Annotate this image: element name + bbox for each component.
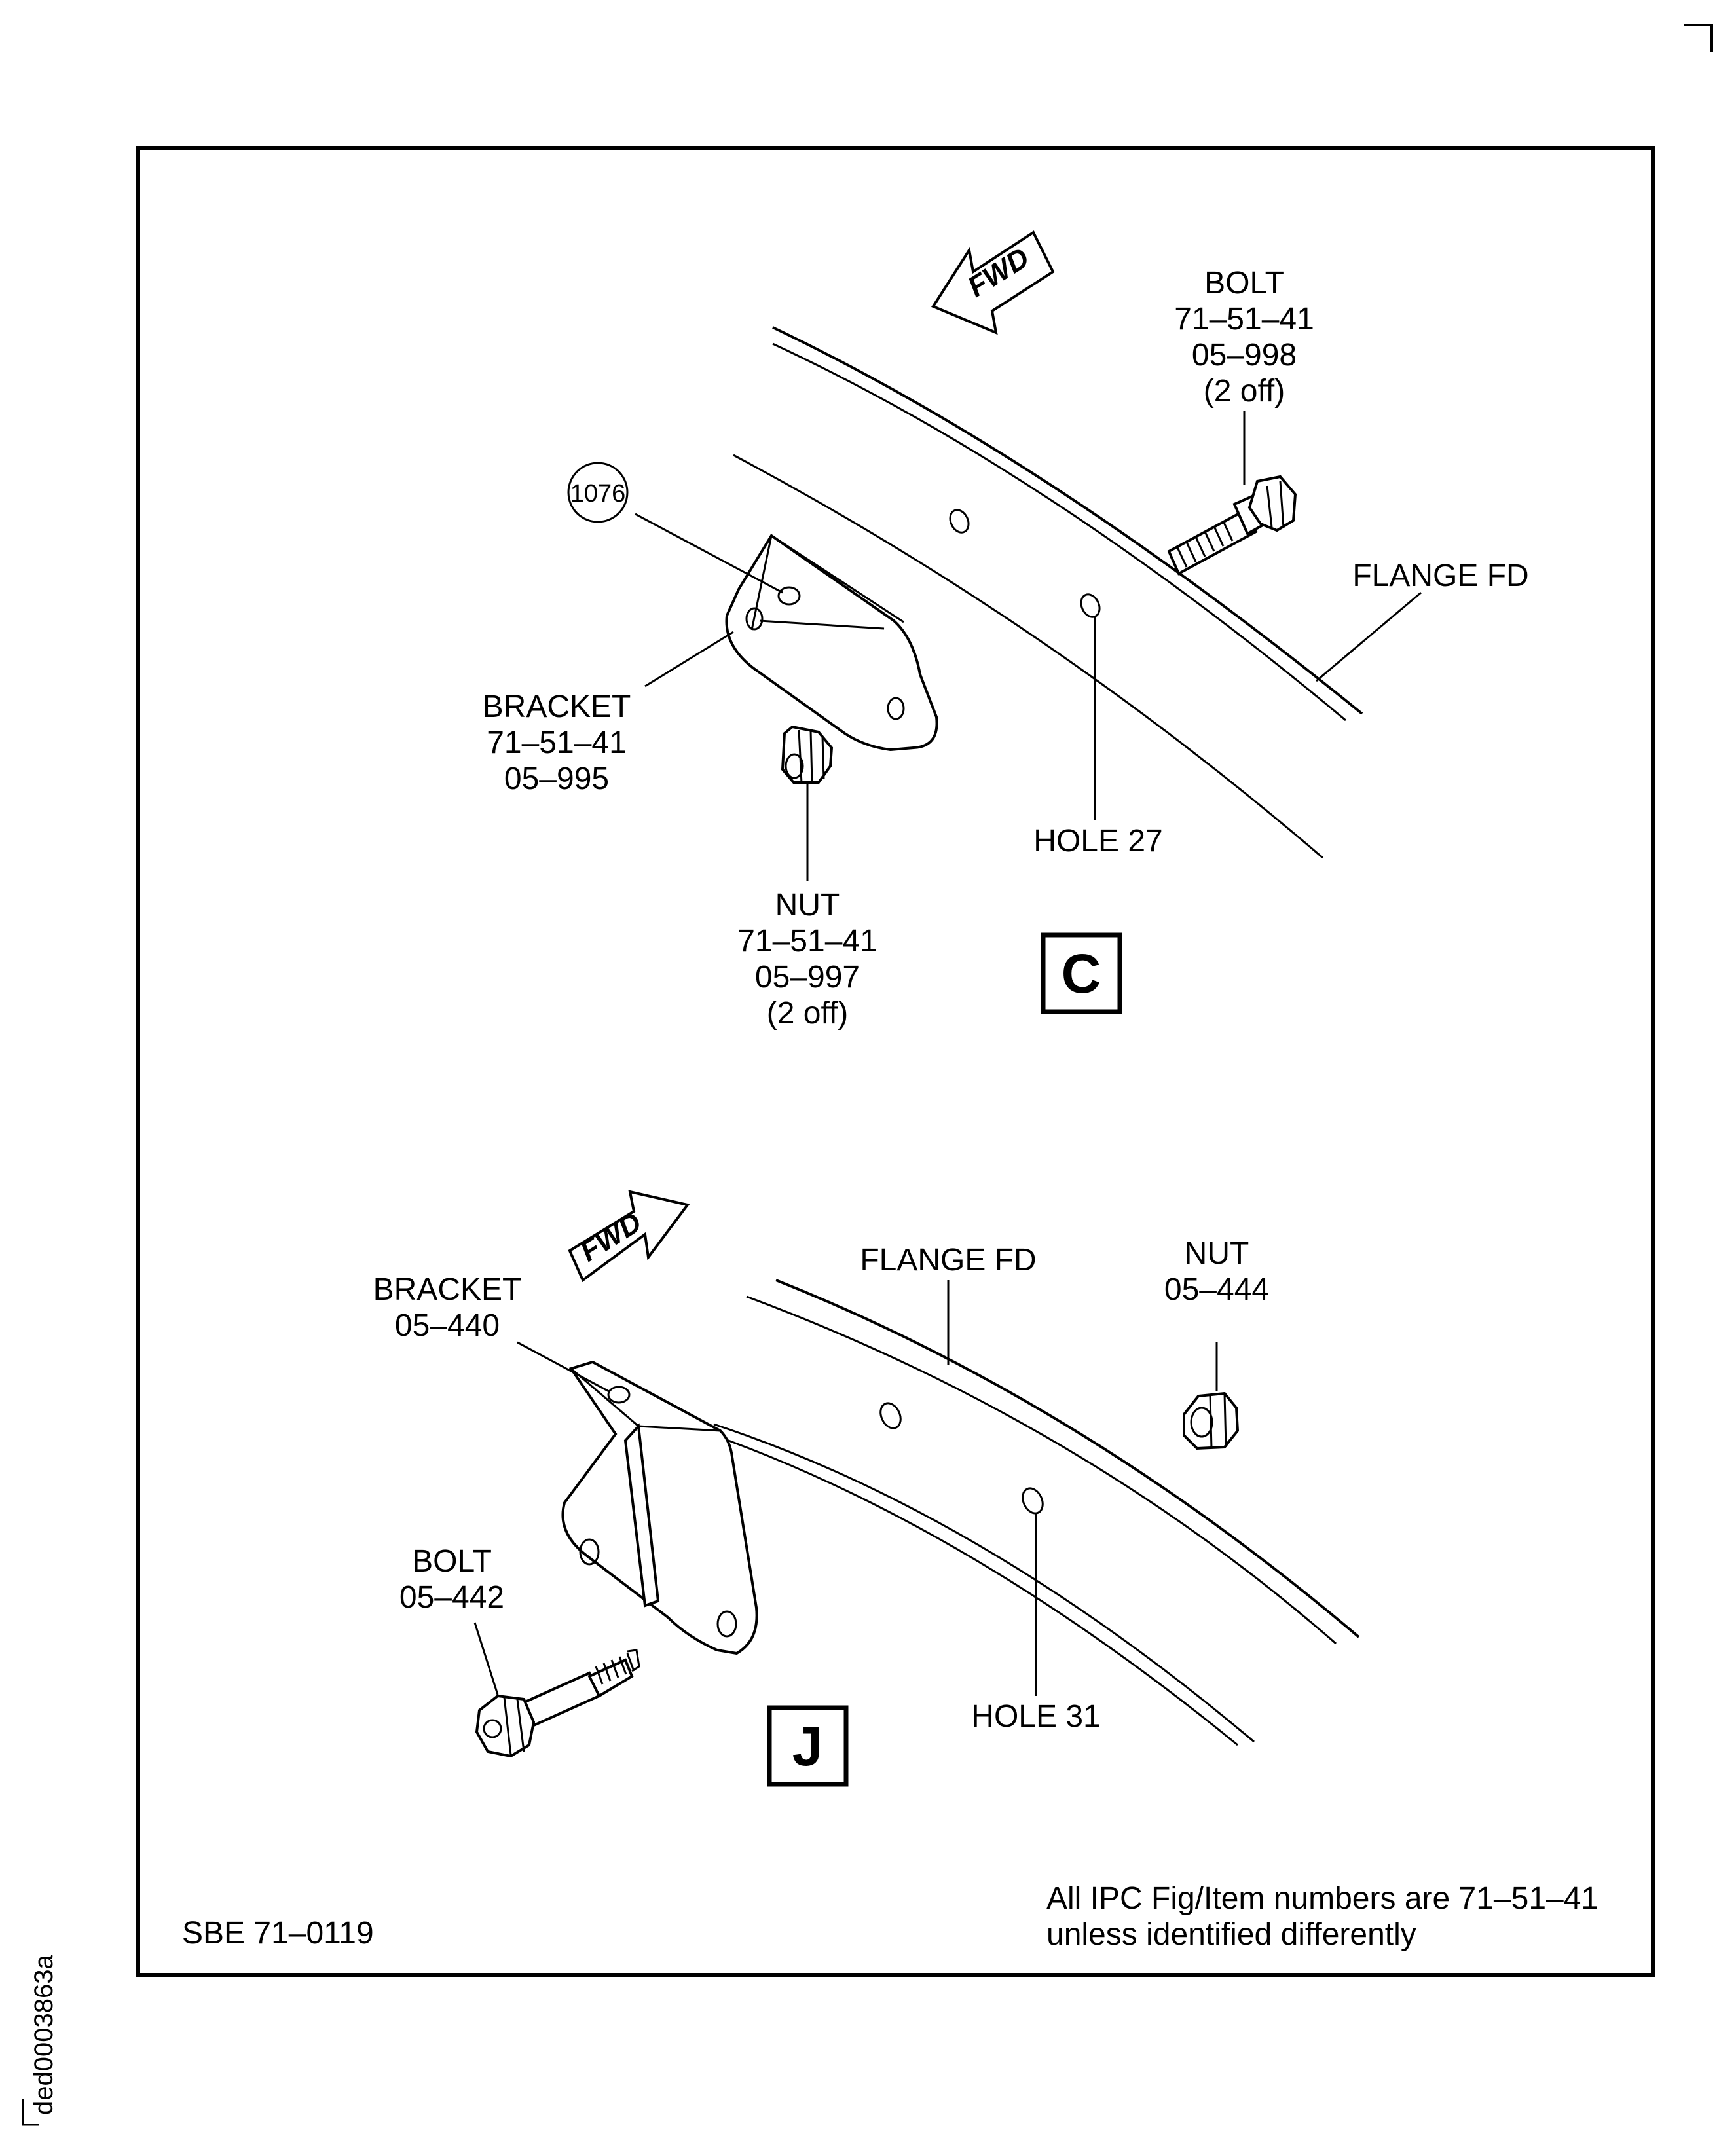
bracket-part: [725, 534, 938, 752]
drawing-id: ded0003863a: [29, 1955, 58, 2115]
flange-lower-edge-2: [710, 1433, 1238, 1746]
bracket-name: BRACKET: [483, 690, 631, 724]
nut-item: 05–997: [755, 960, 860, 995]
diagram-frame: [136, 146, 1655, 1977]
nut-item: 05–444: [1164, 1272, 1269, 1307]
nut-name: NUT: [1185, 1236, 1249, 1271]
ipc-note-line1: All IPC Fig/Item numbers are 71–51–41: [1046, 1881, 1598, 1916]
ipc-note-line2: unless identified differently: [1046, 1917, 1416, 1952]
view-letter-c: C: [1062, 943, 1101, 1004]
bolt-item: 05–998: [1192, 338, 1297, 373]
leader-bolt: [473, 1622, 499, 1695]
nut-qty: (2 off): [767, 996, 849, 1031]
sbe-reference: SBE 71–0119: [182, 1916, 374, 1951]
view-j: FWD: [373, 1190, 1360, 1787]
hole-27-label: HOLE 27: [1033, 824, 1162, 858]
flange-inner-edge: [772, 342, 1346, 722]
hole-31: [1022, 1487, 1044, 1515]
leader-callout: [635, 513, 783, 594]
bolt-item: 05–442: [399, 1580, 504, 1615]
crop-mark: [1684, 24, 1713, 52]
nut-part: [781, 725, 834, 784]
hole-31-label: HOLE 31: [971, 1699, 1100, 1734]
bracket-name: BRACKET: [373, 1272, 522, 1307]
bracket-part: [561, 1360, 758, 1655]
bolt-part: [475, 1649, 640, 1758]
nut-part: [1183, 1391, 1240, 1450]
flange-inner-edge: [746, 1295, 1337, 1645]
flange-label: FLANGE FD: [1352, 559, 1528, 593]
leader-bracket: [644, 631, 734, 688]
bracket-fig: 71–51–41: [487, 726, 627, 760]
flange-outer-edge: [772, 326, 1363, 715]
view-c-box: C: [1041, 932, 1122, 1014]
fwd-arrow-icon: FWD: [568, 1190, 690, 1283]
flange-hole: [879, 1402, 902, 1429]
leader-bracket: [517, 1341, 610, 1393]
bracket-item: 05–440: [395, 1308, 500, 1343]
bolt-name: BOLT: [412, 1544, 492, 1579]
flange-outer-edge: [775, 1279, 1360, 1638]
bolt-name: BOLT: [1204, 266, 1284, 301]
bolt-qty: (2 off): [1204, 374, 1285, 409]
view-j-box: J: [767, 1705, 849, 1787]
hole-27: [1080, 593, 1101, 618]
callout-1076: 1076: [567, 462, 629, 523]
bolt-fig: 71–51–41: [1174, 302, 1314, 337]
nut-name: NUT: [775, 888, 840, 923]
flange-lower-edge: [733, 454, 1323, 859]
bracket-item: 05–995: [504, 762, 609, 796]
callout-label: 1076: [570, 480, 626, 507]
view-c: FWD: [483, 230, 1529, 1031]
nut-fig: 71–51–41: [737, 924, 877, 959]
fwd-arrow-icon: FWD: [931, 230, 1055, 335]
side-id-mark: [22, 2099, 39, 2126]
flange-hole: [949, 509, 970, 534]
bolt-part: [1167, 475, 1297, 576]
view-letter-j: J: [792, 1716, 823, 1777]
flange-label: FLANGE FD: [860, 1243, 1036, 1278]
leader-flange: [1316, 591, 1422, 682]
flange-lower-edge: [713, 1423, 1255, 1743]
